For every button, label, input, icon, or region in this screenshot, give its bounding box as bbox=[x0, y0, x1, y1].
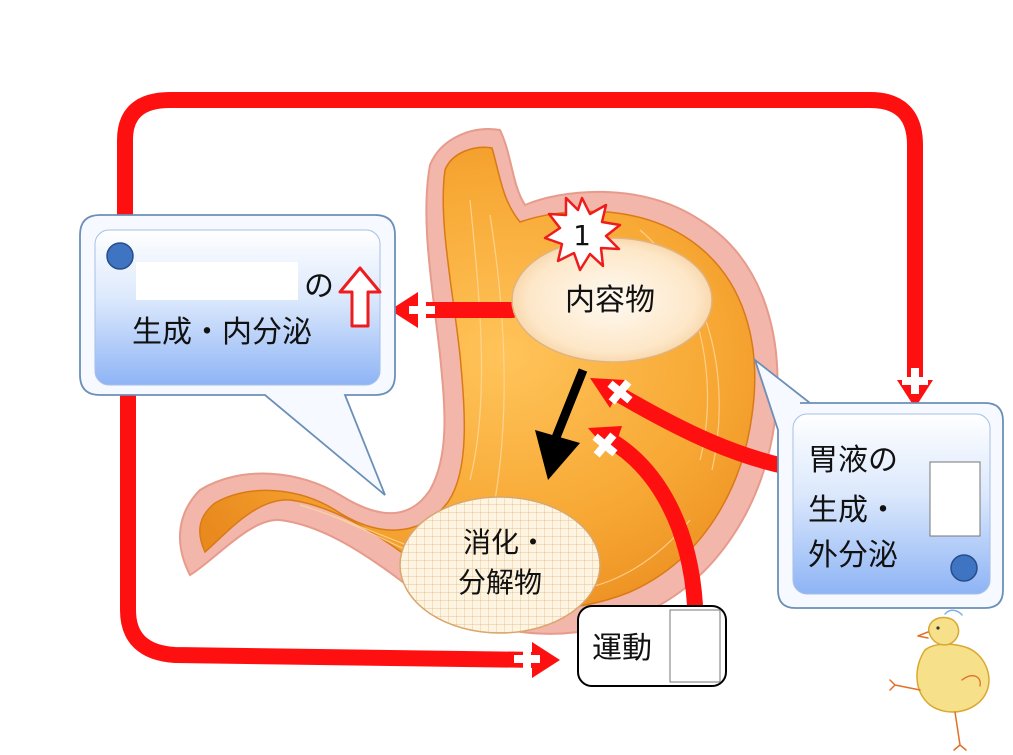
right-callout-line3: 外分泌 bbox=[808, 538, 898, 573]
plus-sign-icon bbox=[409, 297, 435, 323]
motion-arrow bbox=[602, 432, 703, 613]
digested-oval bbox=[399, 496, 601, 634]
left-callout: の 生成・内分泌 bbox=[79, 214, 396, 496]
right-callout-line2: 生成・ bbox=[808, 493, 898, 528]
contents-oval bbox=[511, 237, 713, 363]
feedback-loop-arrows bbox=[117, 92, 923, 668]
plus-signs bbox=[409, 297, 928, 672]
chick-icon bbox=[889, 609, 990, 751]
right-callout-panel bbox=[792, 413, 991, 595]
right-callout-line1: 胃液の bbox=[808, 443, 898, 478]
plus-sign-icon bbox=[514, 646, 540, 672]
left-callout-panel bbox=[94, 229, 381, 386]
up-arrow-icon bbox=[338, 266, 382, 328]
left-callout-line2: 生成・内分泌 bbox=[132, 315, 312, 350]
left-callout-suffix: の bbox=[304, 269, 334, 304]
motion-box: 運動 bbox=[577, 605, 727, 687]
contents-label: 内容物 bbox=[565, 283, 655, 318]
dot-marker bbox=[106, 242, 134, 270]
blank-answer-box bbox=[669, 609, 721, 683]
blank-answer-box bbox=[929, 461, 981, 537]
right-callout: 胃液の 生成・ 外分泌 bbox=[753, 357, 1004, 609]
motion-label: 運動 bbox=[592, 631, 652, 666]
plus-sign-icon bbox=[592, 432, 618, 458]
down-arrow-icon bbox=[535, 368, 588, 480]
star-number: 1 bbox=[573, 219, 591, 252]
digested-label-line1: 消化・ bbox=[463, 526, 547, 559]
plus-sign-icon bbox=[902, 368, 928, 394]
digested-label-line2: 分解物 bbox=[458, 566, 542, 599]
plus-sign-icon bbox=[607, 379, 633, 405]
dot-marker bbox=[950, 554, 978, 582]
top-loop-arrow bbox=[117, 92, 923, 393]
blank-answer-box bbox=[136, 262, 298, 300]
burst-star-icon: 1 bbox=[543, 196, 622, 272]
bottom-loop-arrow bbox=[120, 387, 548, 668]
